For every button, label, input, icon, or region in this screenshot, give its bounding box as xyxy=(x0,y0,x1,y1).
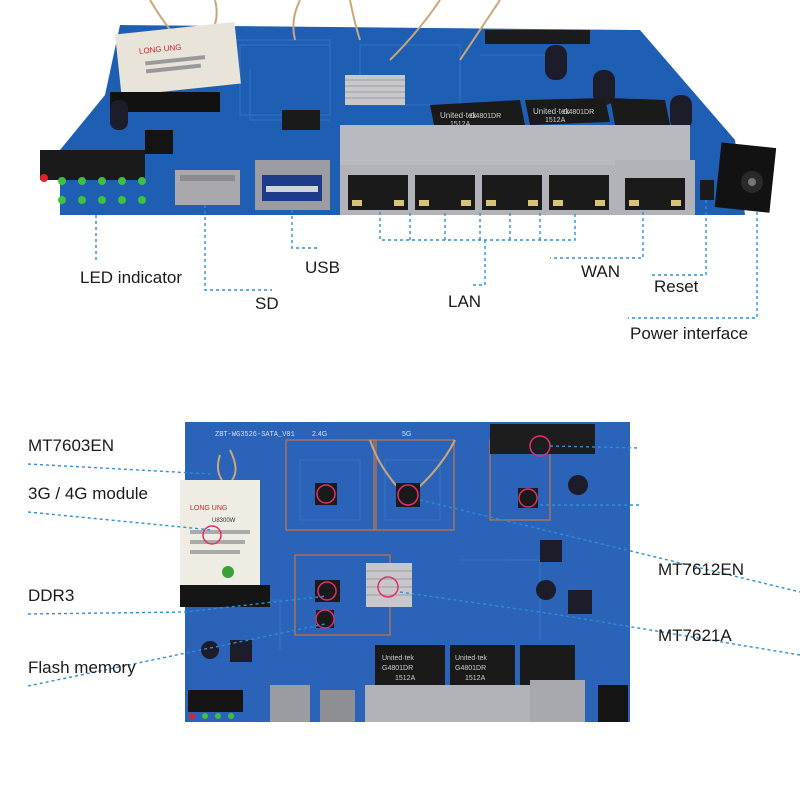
bottom-mag2-part: G4801DR xyxy=(455,665,486,672)
bottom-chip-24g xyxy=(315,483,337,505)
label-mt7612en: MT7612EN xyxy=(658,560,744,579)
bottom-sd-housing xyxy=(270,685,310,722)
label-usb: USB xyxy=(305,258,340,277)
label-lan: LAN xyxy=(448,292,482,311)
bottom-leader-lines xyxy=(27,445,800,687)
bottom-module-brand: LONG UNG xyxy=(190,505,227,512)
leader-sd xyxy=(204,205,272,291)
bottom-heatsink xyxy=(366,563,412,607)
top-mag2-text: United·tek xyxy=(533,107,570,116)
leader-lan xyxy=(379,212,576,241)
bottom-magnetics: United·tek G4801DR 1512A United·tek G480… xyxy=(375,645,575,685)
top-usb-port xyxy=(255,160,330,210)
bottom-mag2-text: United·tek xyxy=(455,655,487,662)
bottom-usb-housing xyxy=(320,690,355,722)
bottom-band-24g: 2.4G xyxy=(312,431,327,438)
top-capacitors xyxy=(110,45,692,130)
top-led-block xyxy=(40,150,146,204)
top-sata-connector xyxy=(485,30,590,44)
top-chip-a xyxy=(282,110,320,130)
top-magnetics: United·tek G4801DR 1512A United·tek G480… xyxy=(430,98,670,130)
leader-power xyxy=(628,212,758,319)
leader-module xyxy=(27,511,213,531)
bottom-chip-5g xyxy=(396,483,420,507)
bottom-wan-housing xyxy=(530,680,585,722)
label-reset: Reset xyxy=(654,277,699,296)
bottom-mag1-text: United·tek xyxy=(382,655,414,662)
top-mag1-part: G4801DR xyxy=(470,113,501,120)
top-mag2-code: 1512A xyxy=(545,117,566,124)
label-flash-memory: Flash memory xyxy=(28,658,136,677)
bottom-chip-7612 xyxy=(518,488,538,508)
label-3g-4g-module: 3G / 4G module xyxy=(28,484,149,503)
bottom-band-5g: 5G xyxy=(402,431,411,438)
bottom-power-jack xyxy=(598,685,628,722)
top-power-jack xyxy=(714,142,777,213)
top-reset-button xyxy=(700,180,714,200)
label-mt7621a: MT7621A xyxy=(658,626,732,645)
top-mag2-part: G4801DR xyxy=(563,109,594,116)
label-wan: WAN xyxy=(581,262,621,281)
leader-flash xyxy=(27,623,326,687)
bottom-module-card: LONG UNG U8300W xyxy=(180,480,270,607)
bottom-led-block xyxy=(188,690,243,719)
top-mag1-code: 1512A xyxy=(450,121,471,128)
top-board-view: LONG UNG United·tek G4801DR xyxy=(40,0,777,215)
top-ethernet-housing xyxy=(340,125,695,215)
chip-highlights xyxy=(202,435,551,629)
leader-ddr3 xyxy=(27,595,328,615)
leader-usb xyxy=(291,210,320,249)
leader-wan xyxy=(550,212,644,259)
leader-reset xyxy=(650,200,707,276)
top-heatsink xyxy=(345,75,405,105)
bottom-silkscreen: ZBT-WG3526-SATA_V01 xyxy=(215,431,295,439)
bottom-chip-flash xyxy=(316,610,334,628)
bottom-mag1-part: G4801DR xyxy=(382,665,413,672)
top-leader-lines xyxy=(95,200,758,319)
label-mt7603en: MT7603EN xyxy=(28,436,114,455)
bottom-board-view: ZBT-WG3526-SATA_V01 2.4G 5G LONG UNG U8 xyxy=(180,422,630,722)
bottom-sata-connector xyxy=(490,424,595,454)
leader-lan-stem xyxy=(470,240,486,286)
top-chip-b xyxy=(145,130,173,154)
leader-mt7612en xyxy=(419,499,800,593)
label-led-indicator: LED indicator xyxy=(80,268,183,287)
top-module-slot xyxy=(110,92,220,112)
label-ddr3: DDR3 xyxy=(28,586,75,605)
bottom-module-model: U8300W xyxy=(212,518,236,524)
bottom-capacitors xyxy=(201,475,592,662)
bottom-mag2-code: 1512A xyxy=(465,675,486,682)
leader-mt7603en xyxy=(27,463,213,475)
top-module-brand: LONG UNG xyxy=(139,43,182,56)
bottom-mag1-code: 1512A xyxy=(395,675,416,682)
top-mag1-text: United·tek xyxy=(440,111,477,120)
label-sd: SD xyxy=(255,294,279,313)
label-power-interface: Power interface xyxy=(630,324,749,343)
